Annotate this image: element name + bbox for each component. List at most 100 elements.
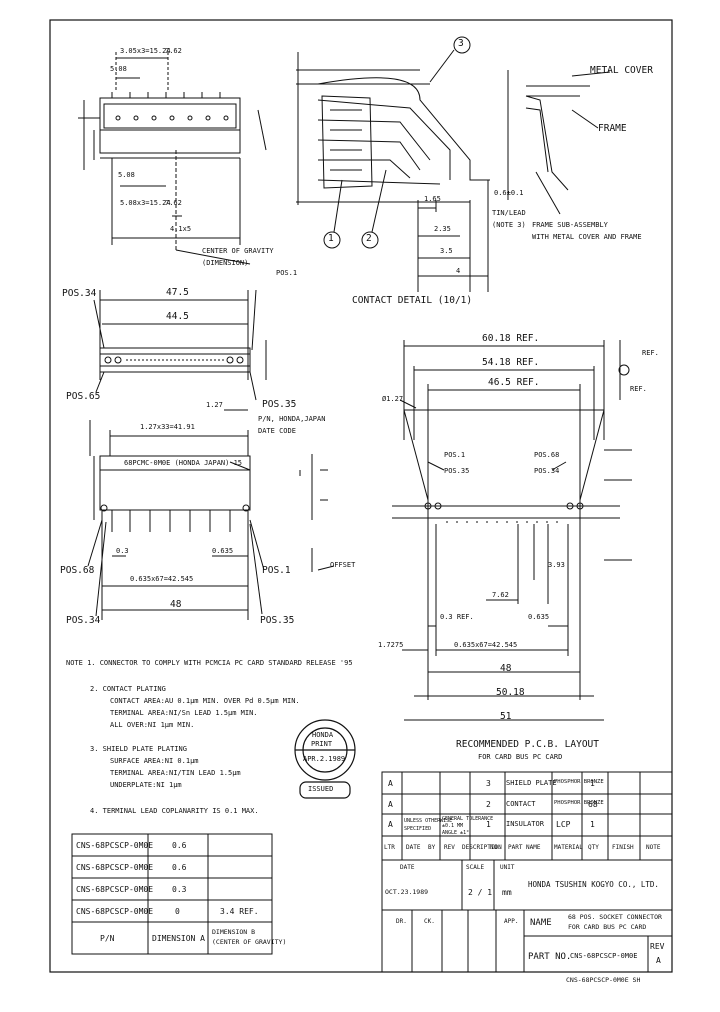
pcb-pos35: POS.35	[444, 467, 470, 475]
part3-no: 3	[486, 779, 491, 788]
hdr-partname: PART NAME	[508, 844, 541, 851]
part1-no: 1	[486, 820, 491, 829]
cg-note-line1: CENTER OF GRAVITY	[202, 247, 274, 255]
tb-ck: CK.	[424, 918, 435, 925]
dim-top-pitch-d: 5.08	[118, 171, 135, 179]
side-dim-03: 0.3	[116, 547, 129, 555]
pn-note-line1: P/N, HONDA,JAPAN	[258, 415, 326, 423]
front-view	[93, 289, 267, 411]
hdr-material: MATERIAL	[554, 844, 583, 851]
pcb-bot-0635: 0.635	[528, 613, 550, 621]
note-line-6: 3. SHIELD PLATE PLATING	[90, 745, 187, 753]
tb-dr: DR.	[396, 918, 407, 925]
tb-name-line1: 68 POS. SOCKET CONNECTOR	[568, 913, 662, 921]
dim-top-pitch-b: 7.62	[165, 47, 182, 55]
pcb-bot-51: 51	[500, 711, 512, 722]
pcb-bot-row: 0.635x67=42.545	[454, 641, 518, 649]
front-dim-44: 44.5	[166, 311, 189, 322]
tol2-3: ANGLE ±1°	[442, 830, 470, 836]
pcb-mid-762: 7.62	[492, 591, 509, 599]
frame-label: FRAME	[598, 123, 627, 134]
dim-top-pitch-b2: 7.62	[165, 199, 182, 207]
variant-row2-dim: 0.6	[172, 863, 187, 872]
side-dim-row: 0.635x67=42.545	[130, 575, 194, 583]
tol2-2: ±0.1 MM	[442, 823, 464, 829]
pcb-bot-17275: 1.7275	[378, 641, 404, 649]
side-marking: 68PCMC-0M0E (HONDA JAPAN) 15	[124, 459, 243, 467]
part1-mat: LCP	[556, 820, 571, 829]
note-line-3: CONTACT AREA:AU 0.1µm MIN. OVER Pd 0.5µm…	[110, 697, 300, 705]
pcb-layout-view	[392, 340, 632, 721]
dim-contact-06: 0.6±0.1	[494, 189, 524, 197]
title-block-grid	[381, 771, 673, 973]
dim-top-pitch-a: 3.05x3=15.24	[120, 47, 171, 55]
hdr-ltr: LTR	[384, 844, 395, 851]
tb-name-label: NAME	[530, 918, 552, 928]
callout-3: 3	[458, 38, 464, 49]
callout-1: 1	[328, 233, 334, 244]
tb-unit-value: mm	[502, 888, 512, 897]
plating-tin-lead: TIN/LEAD	[492, 209, 526, 217]
dim-contact-35: 3.5	[440, 247, 453, 255]
note-line-10: 4. TERMINAL LEAD COPLANARITY IS 0.1 MAX.	[90, 807, 259, 815]
pcb-dim-465: 46.5 REF.	[488, 377, 540, 388]
dim-top-overall: 4.1x5	[170, 225, 192, 233]
note-line-2: 2. CONTACT PLATING	[90, 685, 166, 693]
part2-mat: PHOSPHOR BRONZE	[554, 800, 604, 806]
part3-name: SHIELD PLATE	[506, 779, 557, 787]
pcb-pos1: POS.1	[444, 451, 466, 459]
front-dim-47: 47.5	[166, 287, 189, 298]
stamp-mid: PRINT	[311, 740, 333, 748]
variant-footer-note2: (CENTER OF GRAVITY)	[212, 938, 287, 946]
pcb-bot-5018: 50.18	[496, 687, 525, 698]
tol-note-1: UNLESS OTHERWISE	[404, 818, 453, 824]
stamp-top: HONDA	[312, 731, 334, 739]
side-pos68: POS.68	[60, 565, 95, 576]
tb-unit-label: UNIT	[500, 864, 515, 871]
stamp-date: APR.2.1989	[303, 755, 346, 763]
hdr-note: NOTE	[646, 844, 661, 851]
part2-no: 2	[486, 800, 491, 809]
top-pos1-label: POS.1	[276, 269, 298, 277]
tb-scale-value: 2 / 1	[468, 888, 493, 897]
variant-footer-note1: DIMENSION B	[212, 928, 256, 936]
part3-mat: PHOSPHOR BRONZE	[554, 779, 604, 785]
front-pos34: POS.34	[62, 288, 97, 299]
side-pos35: POS.35	[260, 615, 295, 626]
dim-contact-235: 2.35	[434, 225, 451, 233]
frame-note-line1: FRAME SUB-ASSEMBLY	[532, 221, 608, 229]
tol-note-2: SPECIFIED	[404, 826, 432, 832]
hdr-desc: DESCRIPTION	[462, 844, 502, 851]
pcb-pos34: POS.34	[534, 467, 560, 475]
contact-detail-view	[296, 36, 611, 292]
variant-row4-dim: 0	[175, 907, 180, 916]
callout-2: 2	[366, 233, 372, 244]
cg-note-line2: (DIMENSION)	[202, 259, 249, 267]
note-line-5: ALL OVER:NI 1µm MIN.	[110, 721, 195, 729]
tb-name-line2: FOR CARD BUS PC CARD	[568, 923, 647, 931]
note-line-4: TERMINAL AREA:NI/Sn LEAD 1.5µm MIN.	[110, 709, 258, 717]
pcb-ref-r2: REF.	[630, 385, 647, 393]
plating-note3: (NOTE 3)	[492, 221, 526, 229]
part3-rev: A	[388, 779, 393, 788]
side-pos1: POS.1	[262, 565, 291, 576]
frame-note-line2: WITH METAL COVER AND FRAME	[532, 233, 642, 241]
metal-cover-label: METAL COVER	[590, 65, 653, 76]
tb-date-value: OCT.23.1989	[385, 888, 429, 896]
variant-row4-note: 3.4 REF.	[220, 907, 259, 916]
side-pos34: POS.34	[66, 615, 101, 626]
variant-row4-pn: CNS-68PCSCP-0M0E	[76, 907, 154, 916]
tb-drawing-no: CNS-68PCSCP-0M0E SH	[566, 976, 641, 984]
tb-date-label: DATE	[400, 864, 415, 871]
contact-detail-title: CONTACT DETAIL (10/1)	[352, 295, 473, 306]
variant-row3-dim: 0.3	[172, 885, 187, 894]
variant-table-grid	[71, 833, 273, 955]
pcb-hole: Ø1.27	[382, 395, 404, 403]
dim-contact-4: 4	[456, 267, 461, 275]
tb-app: APP.	[504, 918, 519, 925]
hdr-qty: QTY	[588, 844, 599, 851]
variant-row3-pn: CNS-68PCSCP-0M0E	[76, 885, 154, 894]
pcb-mid-393: 3.93	[548, 561, 565, 569]
pcb-ref-right: REF.	[642, 349, 659, 357]
variant-row1-pn: CNS-68PCSCP-0M0E	[76, 841, 154, 850]
